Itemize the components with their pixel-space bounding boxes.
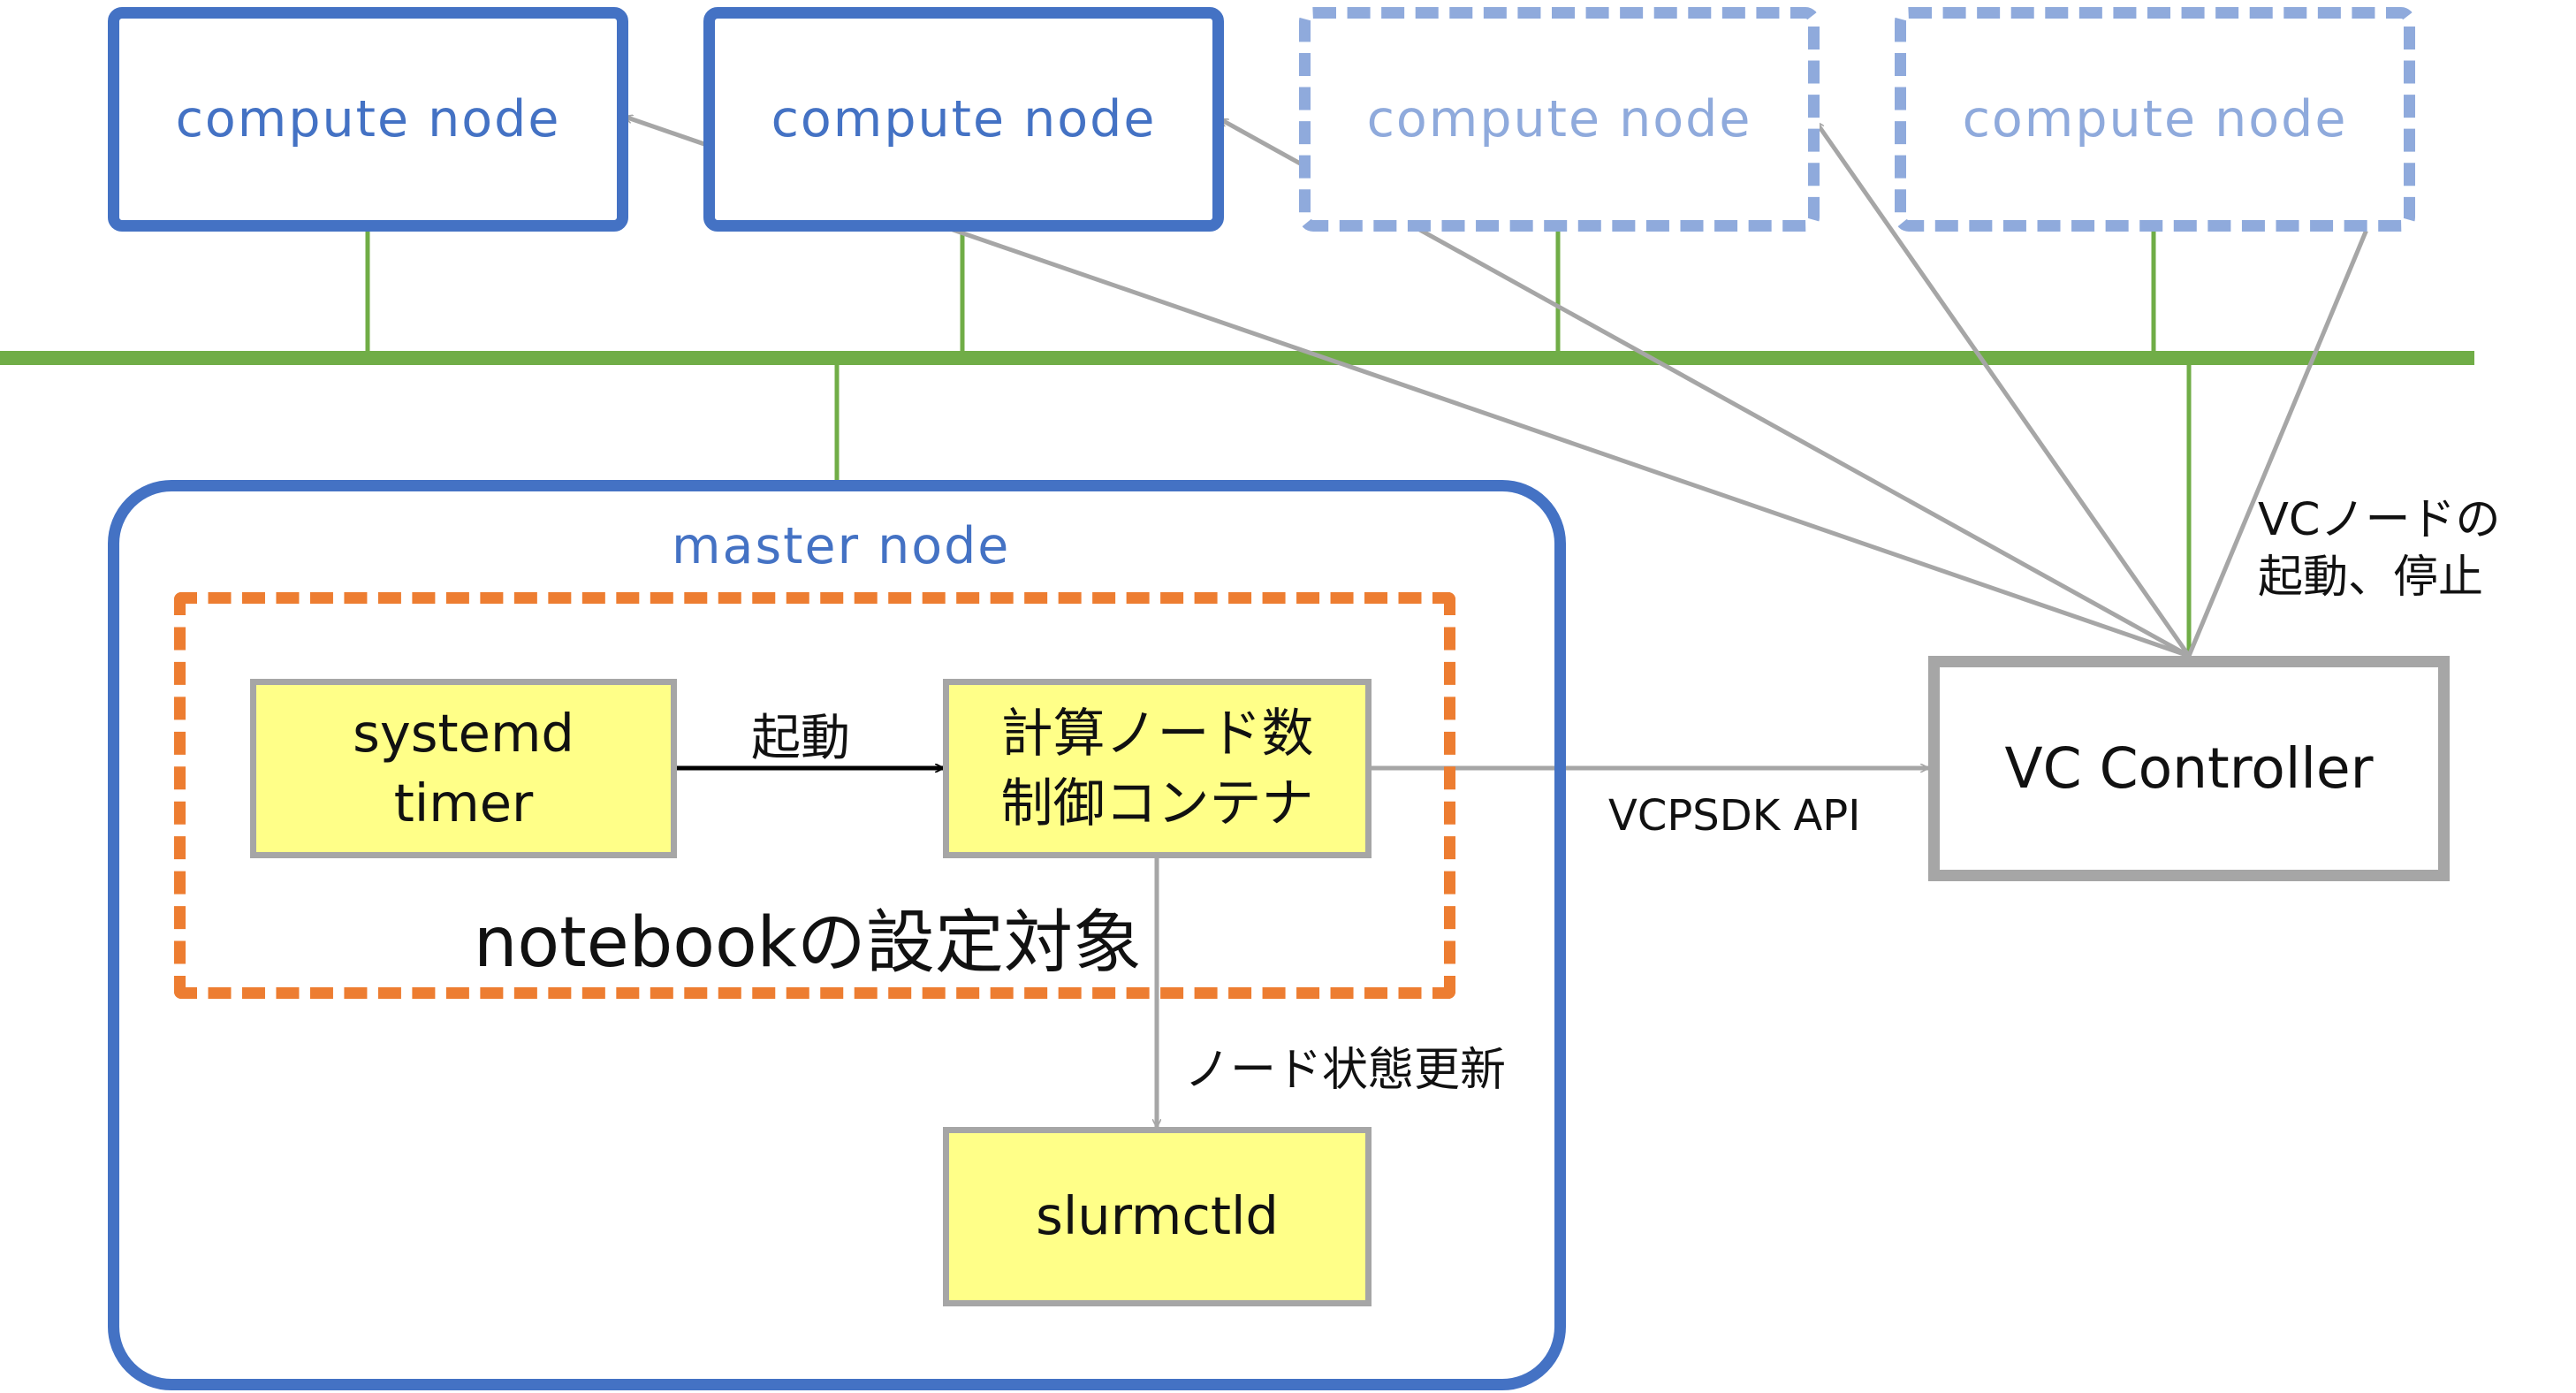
compute-node-label: compute node [175, 90, 561, 148]
compute-node-label: compute node [1366, 90, 1752, 148]
compute-node-label: compute node [1962, 90, 2348, 148]
compute-node-3: compute node [1299, 7, 1820, 232]
start-edge-label: 起動 [751, 710, 850, 767]
vc-node-start-stop-label: VCノードの 起動、停止 [2258, 494, 2501, 605]
compute-node-1: compute node [108, 7, 628, 232]
node-state-update-label: ノード状態更新 [1184, 1044, 1507, 1097]
arrow-vc-to-node-3 [1813, 122, 2192, 658]
compute-node-4: compute node [1895, 7, 2415, 232]
compute-node-label: compute node [771, 90, 1157, 148]
slurmctld: slurmctld [943, 1127, 1372, 1306]
node-count-control-container: 計算ノード数 制御コンテナ [943, 679, 1372, 858]
master-node [108, 480, 1566, 1390]
notebook-target-scope [174, 592, 1455, 999]
compute-node-2: compute node [703, 7, 1224, 232]
notebook-target-label: notebookの設定対象 [474, 903, 1142, 983]
vcpsdk-api-label: VCPSDK API [1608, 791, 1861, 841]
systemd-timer: systemd timer [250, 679, 677, 858]
vc-controller: VC Controller [1928, 656, 2450, 881]
master-node-label: master node [672, 517, 1011, 575]
